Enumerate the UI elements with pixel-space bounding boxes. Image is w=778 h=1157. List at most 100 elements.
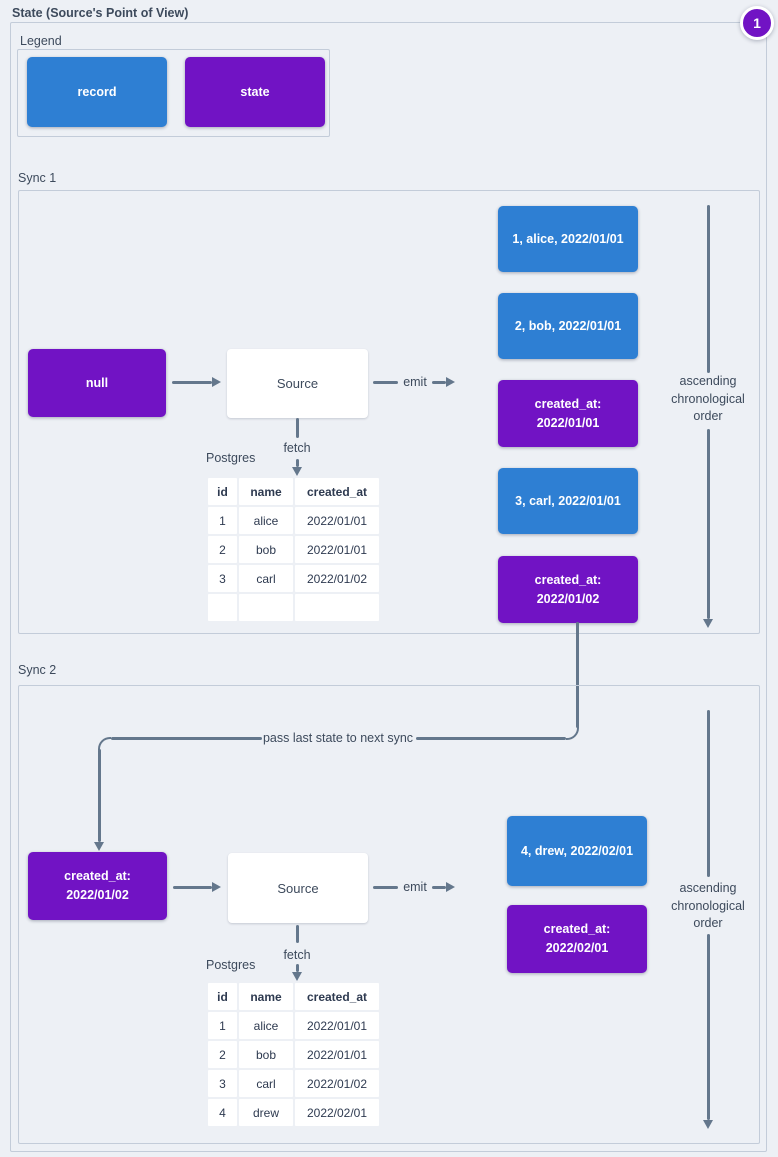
connector-corner-left: [98, 737, 111, 750]
connector-line-right: [416, 737, 566, 740]
emitted-record-box: 1, alice, 2022/01/01: [498, 206, 638, 272]
outer-frame: [10, 22, 767, 1152]
table-cell: carl: [239, 565, 293, 592]
sync2-fetch-arrow-line: [296, 964, 299, 972]
table-cell: drew: [239, 1099, 293, 1126]
sync2-order-arrowhead-icon: [703, 1120, 713, 1129]
sync2-emit-line-left: [373, 886, 398, 889]
table-header-cell: id: [208, 983, 237, 1010]
sync1-order-arrowhead-icon: [703, 619, 713, 628]
legend-state-swatch: state: [185, 57, 325, 127]
table-cell: 2: [208, 1041, 237, 1068]
table-cell: [208, 594, 237, 621]
sync1-emit-line-left: [373, 381, 398, 384]
table-cell: 2022/01/01: [295, 536, 379, 563]
sync1-title: Sync 1: [18, 171, 57, 185]
connector-line-down-from-state: [576, 622, 579, 728]
table-cell: carl: [239, 1070, 293, 1097]
table-cell: 2022/02/01: [295, 1099, 379, 1126]
legend-frame: [17, 49, 330, 137]
sync2-fetch-line: [296, 925, 299, 943]
legend-title: Legend: [20, 34, 62, 48]
table-cell: [239, 594, 293, 621]
sync1-frame: [18, 190, 760, 634]
emitted-state-box: created_at: 2022/02/01: [507, 905, 647, 973]
order-note-line: ascending: [679, 374, 737, 388]
order-note-line: order: [693, 916, 723, 930]
sync1-fetch-line: [296, 418, 299, 438]
table-cell: 3: [208, 1070, 237, 1097]
sync2-fetch-label: fetch: [283, 948, 311, 962]
table-header-cell: id: [208, 478, 237, 505]
sync1-source-box: Source: [227, 349, 368, 418]
sync2-input-state-box: created_at: 2022/01/02: [28, 852, 167, 920]
sync1-order-line-top: [707, 205, 710, 373]
state-line-2: 2022/01/02: [536, 591, 600, 606]
order-note-line: ascending: [679, 881, 737, 895]
sync2-postgres-table: id name created_at 1 alice 2022/01/01 2 …: [208, 983, 379, 1126]
order-note-line: chronological: [671, 391, 745, 406]
order-note-line: chronological: [671, 898, 745, 913]
table-cell: alice: [239, 1012, 293, 1039]
table-cell: 2022/01/02: [295, 1070, 379, 1097]
sync1-input-arrowhead-icon: [212, 377, 221, 387]
connector-corner-right: [566, 727, 579, 740]
table-cell: bob: [239, 1041, 293, 1068]
sync1-order-line-bottom: [707, 429, 710, 619]
sync2-source-box: Source: [228, 853, 368, 923]
emitted-record-box: 4, drew, 2022/02/01: [507, 816, 647, 886]
state-line-2: 2022/02/01: [545, 941, 609, 955]
sync1-emit-line-right: [432, 381, 446, 384]
sync1-postgres-table: id name created_at 1 alice 2022/01/01 2 …: [208, 478, 379, 621]
connector-line-down-to-sync2: [98, 749, 101, 842]
legend-record-swatch: record: [27, 57, 167, 127]
connector-label: pass last state to next sync: [262, 731, 414, 745]
table-cell: 2: [208, 536, 237, 563]
sync1-database-label: Postgres: [206, 451, 256, 465]
table-cell: 2022/01/01: [295, 1012, 379, 1039]
state-line-1: created_at:: [64, 869, 131, 883]
sync1-input-arrow-line: [172, 381, 212, 384]
sync2-emit-label: emit: [403, 880, 427, 894]
table-cell: 4: [208, 1099, 237, 1126]
table-header-cell: name: [239, 478, 293, 505]
sync2-input-arrowhead-icon: [212, 882, 221, 892]
sync1-emit-arrowhead-icon: [446, 377, 455, 387]
sync2-frame: [18, 685, 760, 1144]
emitted-state-box: created_at: 2022/01/02: [498, 556, 638, 623]
table-cell: 2022/01/01: [295, 507, 379, 534]
sync1-emit-label: emit: [403, 375, 427, 389]
state-line-2: 2022/01/02: [66, 888, 129, 902]
sync2-title: Sync 2: [18, 663, 57, 677]
sync1-fetch-arrow-line: [296, 459, 299, 467]
page-title: State (Source's Point of View): [12, 6, 189, 20]
table-cell: 3: [208, 565, 237, 592]
sync1-fetch-arrowhead-icon: [292, 467, 302, 476]
table-cell: 2022/01/01: [295, 1041, 379, 1068]
sync1-input-state-box: null: [28, 349, 166, 417]
order-note-line: order: [693, 409, 723, 423]
state-line-2: 2022/01/01: [536, 415, 600, 430]
sync2-database-label: Postgres: [206, 958, 256, 972]
connector-arrowhead-icon: [94, 842, 104, 851]
table-header-cell: name: [239, 983, 293, 1010]
sync2-emit-arrowhead-icon: [446, 882, 455, 892]
table-cell: 1: [208, 1012, 237, 1039]
state-line-1: created_at:: [534, 396, 602, 411]
state-line-1: created_at:: [534, 572, 602, 587]
sync2-fetch-arrowhead-icon: [292, 972, 302, 981]
sync2-order-line-bottom: [707, 934, 710, 1120]
state-line-1: created_at:: [543, 922, 611, 936]
emitted-record-box: 2, bob, 2022/01/01: [498, 293, 638, 359]
sync2-input-arrow-line: [173, 886, 212, 889]
connector-line-left: [111, 737, 262, 740]
table-header-cell: created_at: [295, 983, 379, 1010]
annotation-badge: 1: [740, 6, 774, 40]
table-header-cell: created_at: [295, 478, 379, 505]
sync2-emit-line-right: [432, 886, 446, 889]
sync2-order-line-top: [707, 710, 710, 877]
sync1-fetch-label: fetch: [283, 441, 311, 455]
sync2-order-note: ascending chronological order: [658, 880, 758, 933]
sync1-order-note: ascending chronological order: [658, 373, 758, 426]
